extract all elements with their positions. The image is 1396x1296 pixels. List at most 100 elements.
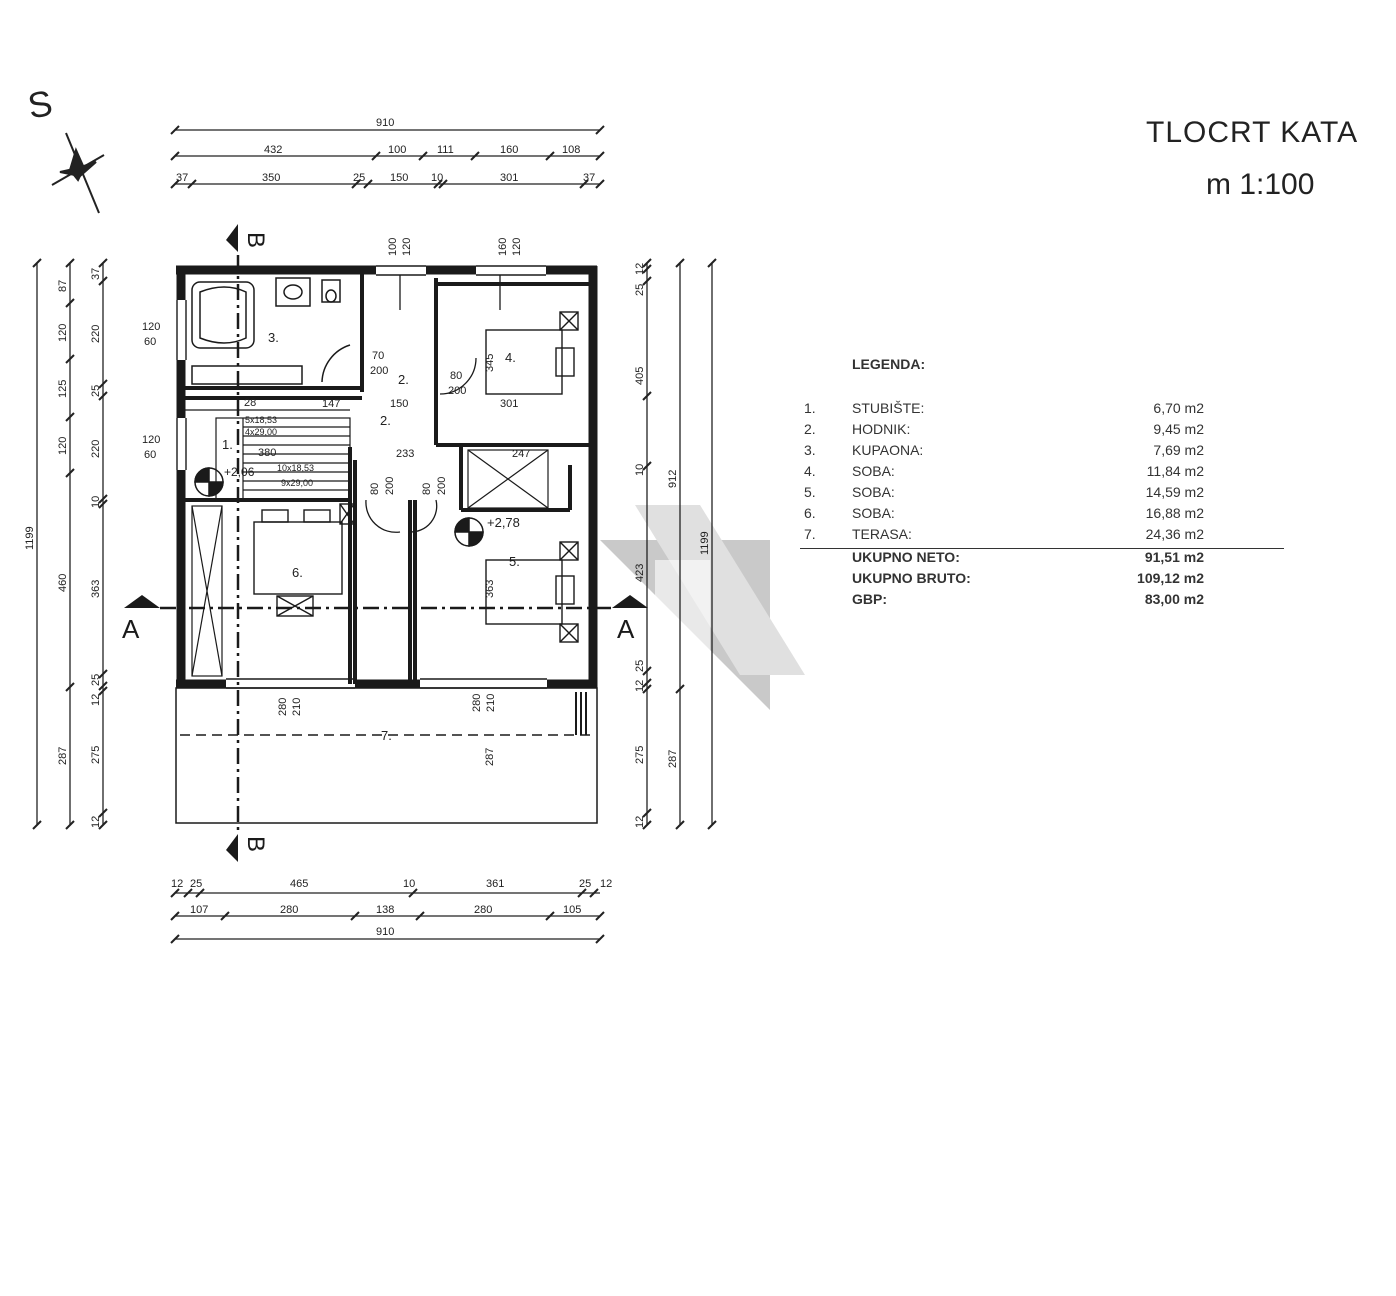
dim-bot-465: 465: [290, 878, 308, 890]
legend-total-row: UKUPNO BRUTO: 109,12 m2: [800, 570, 1290, 590]
left-dimension-values: 1199 87 120 125 120 460 287 37 220 25 22…: [24, 268, 102, 828]
door-hall-height: 200: [370, 365, 388, 377]
legend-num: 1.: [804, 400, 816, 416]
legend-total-name: GBP:: [852, 591, 887, 607]
legend-total-area: 91,51 m2: [1144, 549, 1204, 565]
dim-top-432: 432: [264, 144, 282, 156]
legend-row: 6. SOBA: 16,88 m2: [800, 505, 1290, 525]
wardrobes: [191, 449, 549, 677]
dim-right-287: 287: [667, 750, 679, 768]
legend-total-area: 83,00 m2: [1144, 591, 1204, 607]
door-room4-height: 200: [448, 385, 466, 397]
legend-room-name: SOBA:: [852, 463, 895, 479]
dim-left-125: 125: [57, 380, 69, 398]
legend-room-name: KUPAONA:: [852, 442, 924, 458]
dim-bot-25b: 25: [579, 878, 591, 890]
dim-363: 363: [484, 580, 496, 598]
door-room5a-width: 80: [369, 483, 381, 495]
terrace-depth: 287: [484, 748, 496, 766]
window-bot-a2: 210: [291, 698, 303, 716]
right-dimension-values: 12 25 405 10 423 25 12 275 12 912 287 11…: [634, 263, 711, 828]
bathroom-fixtures: [191, 277, 351, 385]
dim-right-423: 423: [634, 564, 646, 582]
dim-247: 247: [512, 448, 530, 460]
dim-bot-25a: 25: [190, 878, 202, 890]
legend-num: 5.: [804, 484, 816, 500]
legend-room-name: SOBA:: [852, 505, 895, 521]
dim-right-12a: 12: [634, 263, 646, 275]
dim-left-460: 460: [57, 574, 69, 592]
dim-top-37a: 37: [176, 172, 188, 184]
room-label-4: 4.: [505, 350, 516, 365]
dim-147: 147: [322, 398, 340, 410]
drawing-title: TLOCRT KATA: [1146, 116, 1359, 149]
exterior-walls: [176, 265, 598, 689]
dim-left-10: 10: [90, 496, 102, 508]
legend-room-name: SOBA:: [852, 484, 895, 500]
dim-right-1199: 1199: [699, 531, 711, 555]
stairs: [184, 409, 351, 501]
dim-left-220b: 220: [90, 440, 102, 458]
room-label-7: 7.: [381, 728, 392, 743]
dim-left-87: 87: [57, 280, 69, 292]
legend-num: 4.: [804, 463, 816, 479]
compass-label: S: [25, 82, 56, 127]
dim-bot-361: 361: [486, 878, 504, 890]
door-room5b-width: 80: [421, 483, 433, 495]
room-label-5: 5.: [509, 554, 520, 569]
dim-bot-105: 105: [563, 904, 581, 916]
room-label-2a: 2.: [398, 372, 409, 387]
room4-width: 345: [484, 354, 496, 372]
dim-right-10: 10: [634, 464, 646, 476]
compass: S: [25, 82, 105, 214]
bottom-dimension-values: 12 25 465 10 361 25 12 107 280 138 280 1…: [171, 878, 612, 938]
legend-room-area: 24,36 m2: [1145, 526, 1204, 542]
level-a: +2,06: [224, 465, 255, 479]
dim-right-275: 275: [634, 746, 646, 764]
section-b-top: B: [242, 232, 269, 248]
door-top-b: 160: [497, 238, 509, 256]
section-b-bottom: B: [242, 836, 269, 852]
door-top-a: 100: [387, 238, 399, 256]
dim-top-37b: 37: [583, 172, 595, 184]
window-w1-height: 60: [144, 336, 156, 348]
legend-row: 1. STUBIŠTE: 6,70 m2: [800, 400, 1290, 420]
watermark-logo: [600, 505, 805, 710]
window-w2-height: 60: [144, 449, 156, 461]
dim-top-301: 301: [500, 172, 518, 184]
legend-room-name: STUBIŠTE:: [852, 400, 925, 416]
legend-room-name: HODNIK:: [852, 421, 911, 437]
level-b: +2,78: [487, 515, 520, 530]
legend-num: 2.: [804, 421, 816, 437]
door-room5a-height: 200: [384, 477, 396, 495]
room-label-6: 6.: [292, 565, 303, 580]
legend-room-area: 14,59 m2: [1145, 484, 1204, 500]
drawing-scale: m 1:100: [1206, 168, 1315, 201]
stair-a: 5x18,53: [245, 415, 277, 425]
dim-bot-12a: 12: [171, 878, 183, 890]
dim-left-220a: 220: [90, 325, 102, 343]
dim-bot-total: 910: [376, 926, 394, 938]
legend-num: 3.: [804, 442, 816, 458]
floor-plan: [160, 255, 612, 835]
stair-c: 10x18,53: [277, 463, 314, 473]
legend-room-area: 16,88 m2: [1145, 505, 1204, 521]
window-bot-a: 280: [277, 698, 289, 716]
terrace: [175, 687, 598, 824]
door-swings: [365, 275, 501, 533]
door-room5b-height: 200: [436, 477, 448, 495]
dim-left-120b: 120: [57, 437, 69, 455]
dim-right-25b: 25: [634, 660, 646, 672]
dim-left-12b: 12: [90, 816, 102, 828]
dim-right-405: 405: [634, 367, 646, 385]
legend-total-area: 109,12 m2: [1137, 570, 1204, 586]
dim-left-1199: 1199: [24, 526, 36, 550]
legend-total-name: UKUPNO NETO:: [852, 549, 960, 565]
section-lines: [160, 255, 612, 835]
legend-num: 7.: [804, 526, 816, 542]
door-hall-width: 70: [372, 350, 384, 362]
legend-total-name: UKUPNO BRUTO:: [852, 570, 971, 586]
legend-total-row: GBP: 83,00 m2: [800, 591, 1290, 611]
room-label-1: 1.: [222, 437, 233, 452]
dim-top-350: 350: [262, 172, 280, 184]
